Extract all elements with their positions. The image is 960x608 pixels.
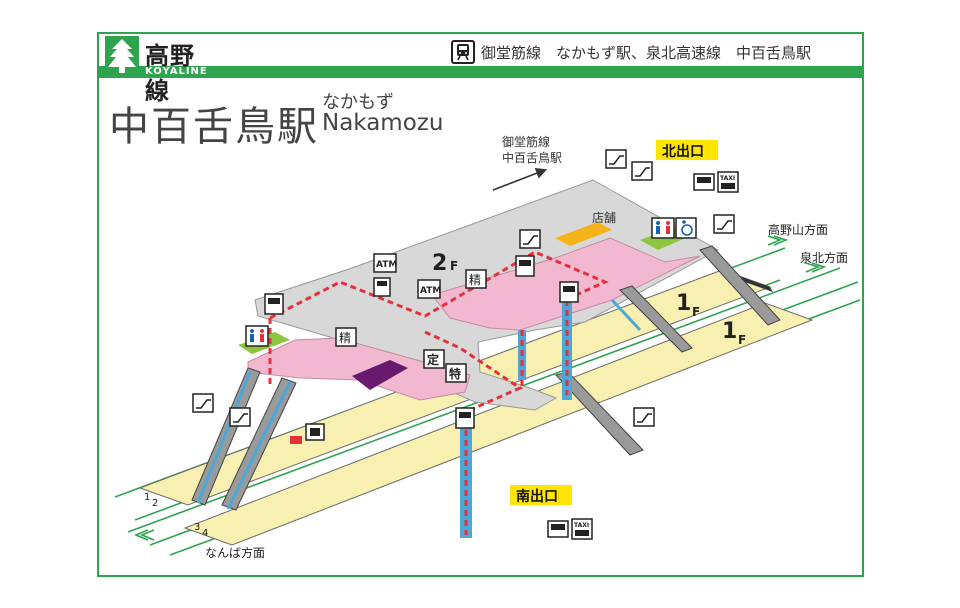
transfer-info: 御堂筋線 なかもず駅、泉北高速線 中百舌鳥駅 xyxy=(451,38,860,66)
stair-right-a xyxy=(699,245,781,326)
concourse-pink-left xyxy=(247,337,471,401)
escalator-icon xyxy=(605,149,627,169)
toilet-icon xyxy=(245,325,269,347)
transfer-text: 御堂筋線 なかもず駅、泉北高速線 中百舌鳥駅 xyxy=(481,44,812,62)
ticket-machine-icon: 精 xyxy=(335,327,357,347)
svg-text:ATM: ATM xyxy=(376,260,397,270)
floor-2f-number: 2 xyxy=(432,251,447,276)
north-exit-badge xyxy=(656,140,718,160)
svg-text:定: 定 xyxy=(427,352,439,367)
koyasan-direction-label: 高野山方面 xyxy=(768,222,828,237)
line-name-en: KOYALINE xyxy=(145,66,208,77)
escalator-icon xyxy=(631,161,653,181)
subway-station-label: 中百舌鳥駅 xyxy=(502,150,562,165)
namba-direction-label: なんば方面 xyxy=(205,545,265,560)
svg-text:精: 精 xyxy=(339,331,351,345)
floor-1f-a-suffix: F xyxy=(692,305,700,319)
track-4-label: 4 xyxy=(202,528,208,539)
track-3-label: 3 xyxy=(194,522,200,533)
elevator-icon xyxy=(515,255,535,277)
escalator-icon xyxy=(229,407,251,427)
station-name-jp: 中百舌鳥駅 xyxy=(109,104,319,150)
ticket-machine-icon: 精 xyxy=(465,269,487,289)
taxi-icon: TAXI xyxy=(571,518,593,540)
elevator-icon xyxy=(559,281,579,303)
subway-direction-arrow xyxy=(492,167,548,191)
escalator-icon xyxy=(519,229,541,249)
floor-2f-suffix: F xyxy=(450,259,458,273)
station-name-en: Nakamozu xyxy=(322,110,444,136)
line-color-strip xyxy=(99,66,862,78)
tree-logo-icon xyxy=(105,36,139,76)
ticket-office-icon: 定 xyxy=(423,349,445,369)
ticket-gate-purple xyxy=(352,360,408,390)
svg-text:精: 精 xyxy=(469,273,481,287)
red-marker xyxy=(290,436,302,444)
atm-icon: ATM xyxy=(417,279,441,299)
escalator-rail-mid xyxy=(610,298,642,332)
shop-label: 店舗 xyxy=(592,211,616,225)
south-exit-label: 南出口 xyxy=(516,488,558,505)
taxi-icon: TAXI xyxy=(717,171,739,193)
shop-area xyxy=(555,222,612,246)
bus-icon xyxy=(547,520,569,538)
escalator-icon xyxy=(192,393,214,413)
subway-line-label: 御堂筋線 xyxy=(502,134,550,149)
bus-icon xyxy=(693,173,715,191)
elevator-icon xyxy=(264,293,284,315)
svg-text:特: 特 xyxy=(449,366,461,381)
svg-text:TAXI: TAXI xyxy=(574,522,589,529)
senboku-direction-label: 泉北方面 xyxy=(800,250,848,265)
elevator-icon xyxy=(455,407,475,429)
floor-1f-b-suffix: F xyxy=(738,333,746,347)
locker-icon xyxy=(305,423,325,441)
track-1-label: 1 xyxy=(144,492,150,503)
south-exit-badge xyxy=(510,485,572,505)
stair-mid xyxy=(619,285,693,353)
wheelchair-icon xyxy=(675,217,697,239)
svg-text:ATM: ATM xyxy=(420,286,441,296)
escalator-rail-left-b xyxy=(226,381,292,510)
atm-icon: ATM xyxy=(373,253,397,273)
floor-1f-a-number: 1 xyxy=(676,291,691,316)
floor-1f-b-number: 1 xyxy=(722,319,737,344)
line-name: 高野線 xyxy=(145,42,195,105)
train-icon xyxy=(451,40,475,64)
escalator-rail-left xyxy=(196,371,252,504)
header-bar: 高野線 KOYALINE 御堂筋線 なかもず駅、泉北高速線 中百舌鳥駅 xyxy=(99,34,862,105)
toilet-icon xyxy=(651,217,675,239)
line-name-box: 高野線 KOYALINE xyxy=(99,34,211,105)
track-2-label: 2 xyxy=(152,498,158,509)
express-ticket-icon: 特 xyxy=(445,363,467,383)
north-exit-label: 北出口 xyxy=(662,143,704,160)
ticket-machine-icon xyxy=(373,277,391,297)
svg-text:TAXI: TAXI xyxy=(720,175,735,182)
escalator-icon xyxy=(713,214,735,234)
escalator-icon xyxy=(633,407,655,427)
station-name-kana: なかもず xyxy=(322,92,394,113)
